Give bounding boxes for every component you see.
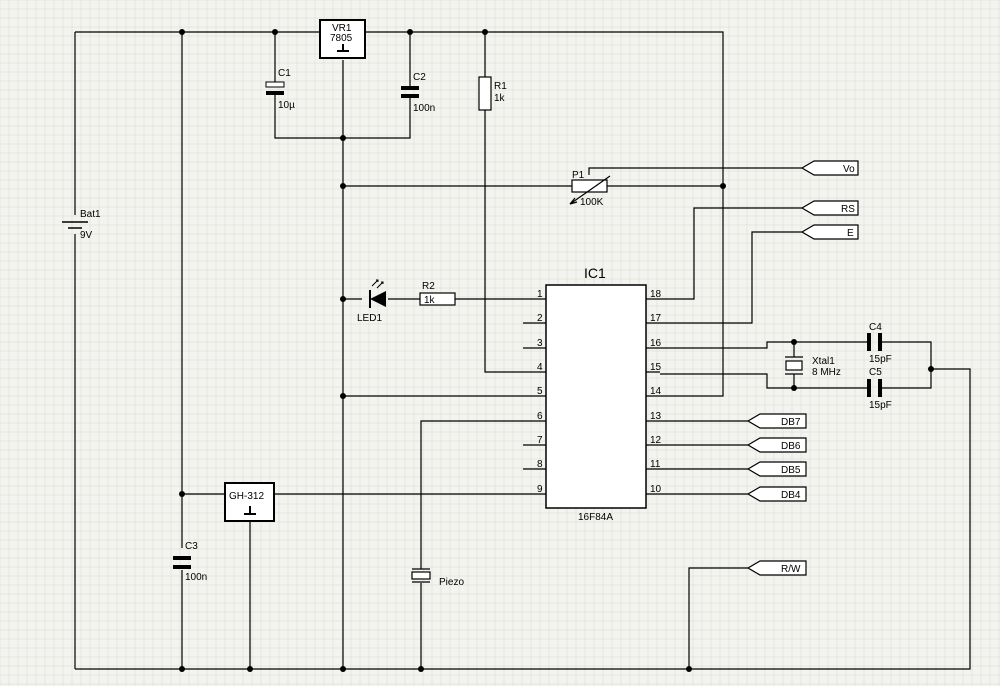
c4-value: 15pF xyxy=(869,354,892,365)
ic1-left-pins: 1 2 3 4 5 6 7 8 9 xyxy=(537,289,543,495)
c1-ref: C1 xyxy=(278,68,291,79)
battery-bat1: Bat1 9V xyxy=(62,209,101,241)
port-db4-label: DB4 xyxy=(781,490,801,501)
port-rw: R/W xyxy=(746,560,807,576)
vr1-value: 7805 xyxy=(330,33,353,44)
ic1-pin-14: 14 xyxy=(650,386,662,397)
sensor-gh312: GH-312 xyxy=(224,482,275,522)
ic1-pin-4: 4 xyxy=(537,362,543,373)
capacitor-c2: C2 100n xyxy=(401,72,435,114)
c3-ref: C3 xyxy=(185,541,198,552)
ic1-part: 16F84A xyxy=(578,512,613,523)
port-db7: DB7 xyxy=(746,413,807,429)
ic1-pin-1: 1 xyxy=(537,289,543,300)
ic1-pin-5: 5 xyxy=(537,386,543,397)
ic1-pin-18: 18 xyxy=(650,289,662,300)
port-rs: RS xyxy=(800,200,859,216)
bat1-ref: Bat1 xyxy=(80,209,101,220)
c4-ref: C4 xyxy=(869,322,882,333)
ic1-pin-6: 6 xyxy=(537,411,543,422)
ic1-pin-9: 9 xyxy=(537,484,543,495)
led1-ref: LED1 xyxy=(357,313,382,324)
port-vo-label: Vo xyxy=(843,164,855,175)
port-db7-label: DB7 xyxy=(781,417,801,428)
ic1-pin-11: 11 xyxy=(650,459,661,470)
port-vo: Vo xyxy=(800,160,859,176)
piezo-ref: Piezo xyxy=(439,577,464,588)
c5-ref: C5 xyxy=(869,367,882,378)
port-db5-label: DB5 xyxy=(781,465,801,476)
ic1-pin-3: 3 xyxy=(537,338,543,349)
vr1-ref: VR1 xyxy=(332,23,352,34)
c2-ref: C2 xyxy=(413,72,426,83)
c2-value: 100n xyxy=(413,103,435,114)
ic1-pin-16: 16 xyxy=(650,338,662,349)
p1-ref: P1 xyxy=(572,170,585,181)
ic1-pin-15: 15 xyxy=(650,362,662,373)
r1-value: 1k xyxy=(494,93,506,104)
ic1-pin-13: 13 xyxy=(650,411,662,422)
ic1-pin-7: 7 xyxy=(537,435,543,446)
r2-ref: R2 xyxy=(422,281,435,292)
c3-value: 100n xyxy=(185,572,207,583)
r2-value: 1k xyxy=(424,295,436,306)
c5-value: 15pF xyxy=(869,400,892,411)
port-db6-label: DB6 xyxy=(781,441,801,452)
port-db5: DB5 xyxy=(746,461,807,477)
port-db4: DB4 xyxy=(746,486,807,502)
ic1-pin-10: 10 xyxy=(650,484,662,495)
p1-value: 100K xyxy=(580,197,604,208)
ic1-pin-2: 2 xyxy=(537,313,543,324)
ic1-pin-17: 17 xyxy=(650,313,662,324)
wires xyxy=(74,31,971,670)
resistor-r2: R2 1k xyxy=(419,281,456,306)
capacitor-c3: C3 100n xyxy=(173,541,207,583)
capacitor-c4: C4 15pF xyxy=(867,322,892,365)
ic1-ref: IC1 xyxy=(584,265,606,281)
bat1-value: 9V xyxy=(80,230,93,241)
ic1-pin-12: 12 xyxy=(650,435,662,446)
ic1-right-pins: 18 17 16 15 14 13 12 11 10 xyxy=(650,289,662,495)
port-rs-label: RS xyxy=(841,204,855,215)
xtal1-ref: Xtal1 xyxy=(812,356,835,367)
r1-ref: R1 xyxy=(494,81,507,92)
potentiometer-p1: P1 100K xyxy=(569,170,611,208)
resistor-r1: R1 1k xyxy=(478,76,507,111)
xtal1-value: 8 MHz xyxy=(812,367,841,378)
port-rw-label: R/W xyxy=(781,564,801,575)
ic1-pin-8: 8 xyxy=(537,459,543,470)
gh-ref: GH-312 xyxy=(229,491,264,502)
capacitor-c1: C1 10µ xyxy=(265,68,295,111)
piezo-buzzer: Piezo xyxy=(411,568,464,588)
led-led1: LED1 xyxy=(357,279,386,324)
port-e-label: E xyxy=(847,228,854,239)
capacitor-c5: C5 15pF xyxy=(867,367,892,411)
c1-value: 10µ xyxy=(278,100,295,111)
port-db6: DB6 xyxy=(746,437,807,453)
regulator-vr1: VR1 7805 xyxy=(319,19,366,59)
port-e: E xyxy=(800,224,859,240)
junction-dots xyxy=(179,29,934,672)
crystal-xtal1: Xtal1 8 MHz xyxy=(785,356,841,378)
